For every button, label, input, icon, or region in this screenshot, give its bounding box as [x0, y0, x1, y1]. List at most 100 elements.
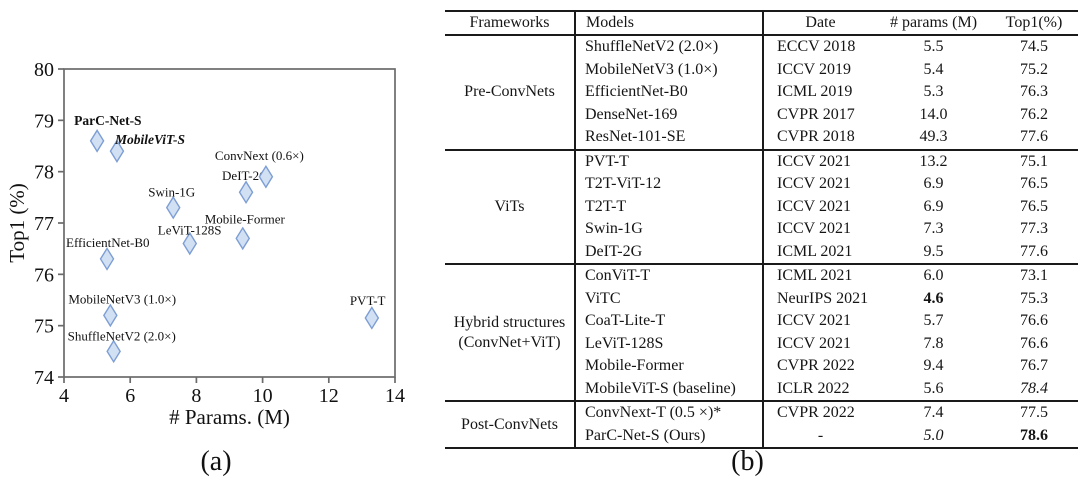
- x-tick-label: 4: [59, 385, 69, 407]
- params-cell: 5.4: [923, 60, 944, 78]
- top1-cell: 77.5: [1020, 404, 1048, 422]
- top1-cell: 76.6: [1020, 334, 1048, 352]
- date-cell: CVPR 2022: [762, 355, 877, 378]
- y-tick-label: 77: [34, 213, 54, 235]
- date-cell: -: [762, 424, 877, 448]
- col-header-date: Date: [762, 11, 877, 35]
- params-cell: 7.4: [923, 404, 944, 422]
- x-tick-label: 10: [253, 385, 273, 407]
- model-cell: EfficientNet-B0: [585, 83, 688, 101]
- y-tick-label: 74: [34, 367, 54, 389]
- data-point-label: Swin-1G: [148, 185, 195, 200]
- y-tick-label: 76: [34, 264, 54, 286]
- model-cell: ParC-Net-S (Ours): [585, 426, 706, 444]
- top1-cell: 77.6: [1020, 128, 1048, 146]
- x-tick-label: 14: [385, 385, 405, 407]
- top1-cell: 76.5: [1020, 175, 1048, 193]
- model-cell: DenseNet-169: [585, 105, 678, 123]
- x-tick-label: 6: [125, 385, 135, 407]
- params-cell: 14.0: [919, 105, 948, 123]
- framework-cell: ViTs: [445, 149, 576, 264]
- framework-cell: Hybrid structures (ConvNet+ViT): [445, 264, 576, 401]
- top1-cell: 75.1: [1020, 152, 1048, 170]
- model-cell: CoaT-Lite-T: [585, 312, 666, 330]
- data-point-label: LeViT-128S: [158, 223, 222, 238]
- date-cell: ICCV 2021: [762, 149, 877, 173]
- model-cell: MobileNetV3 (1.0×): [585, 60, 718, 78]
- caption-b: (b): [731, 446, 764, 477]
- top1-cell: 77.3: [1020, 220, 1048, 238]
- params-cell: 5.6: [923, 379, 944, 397]
- top1-cell: 78.6: [1020, 426, 1048, 444]
- data-point-marker: [364, 306, 380, 330]
- data-point-marker: [235, 226, 251, 251]
- top1-cell: 76.3: [1020, 83, 1048, 101]
- top1-cell: 73.1: [1020, 267, 1048, 285]
- col-header-model: Models: [586, 14, 634, 31]
- col-header-top1: Top1(%): [1005, 14, 1063, 31]
- data-point-label: Mobile-Former: [205, 211, 286, 226]
- params-cell: 7.8: [923, 334, 944, 352]
- framework-cell: Post-ConvNets: [445, 401, 576, 448]
- date-cell: CVPR 2018: [762, 126, 877, 150]
- x-axis-label: # Params. (M): [169, 405, 290, 429]
- params-cell: 5.3: [923, 83, 944, 101]
- framework-cell: Pre-ConvNets: [445, 35, 576, 150]
- y-tick-label: 80: [34, 59, 54, 81]
- model-cell: LeViT-128S: [585, 334, 664, 352]
- data-point-marker: [258, 164, 274, 189]
- data-point-label: PVT-T: [350, 293, 386, 308]
- x-tick-label: 8: [191, 385, 201, 407]
- data-point-label: ShuffleNetV2 (2.0×): [68, 328, 176, 343]
- date-cell: ECCV 2018: [762, 35, 877, 59]
- col-header-framework: Frameworks: [445, 11, 576, 35]
- params-cell: 4.6: [923, 289, 944, 307]
- model-cell: Mobile-Former: [585, 357, 684, 375]
- caption-a: (a): [200, 446, 232, 477]
- top1-cell: 78.4: [1020, 379, 1048, 397]
- date-cell: ICLR 2022: [762, 377, 877, 401]
- model-cell: ConvNext-T (0.5 ×)*: [585, 404, 722, 422]
- y-tick-label: 75: [34, 316, 54, 338]
- model-cell: T2T-ViT-12: [585, 175, 662, 193]
- top1-cell: 76.6: [1020, 312, 1048, 330]
- data-point-label: ParC-Net-S: [74, 113, 141, 128]
- model-cell: DeIT-2G: [585, 242, 643, 260]
- top1-cell: 75.3: [1020, 289, 1048, 307]
- date-cell: ICML 2021: [762, 240, 877, 264]
- data-point-marker: [109, 139, 125, 163]
- data-point-label: MobileViT-S: [114, 132, 185, 147]
- model-cell: Swin-1G: [585, 220, 643, 238]
- top1-cell: 74.5: [1020, 38, 1048, 56]
- params-cell: 5.7: [923, 312, 944, 330]
- params-cell: 5.5: [923, 38, 944, 56]
- params-cell: 9.4: [923, 357, 944, 375]
- y-tick-label: 79: [34, 110, 54, 132]
- model-cell: ViTC: [585, 289, 621, 307]
- top1-cell: 75.2: [1020, 60, 1048, 78]
- data-point-marker: [182, 231, 198, 256]
- model-cell: PVT-T: [585, 152, 629, 170]
- params-cell: 6.9: [923, 175, 944, 193]
- params-cell: 6.9: [923, 197, 944, 215]
- data-point-marker: [238, 180, 254, 205]
- y-tick-label: 78: [34, 162, 54, 184]
- top1-cell: 76.5: [1020, 197, 1048, 215]
